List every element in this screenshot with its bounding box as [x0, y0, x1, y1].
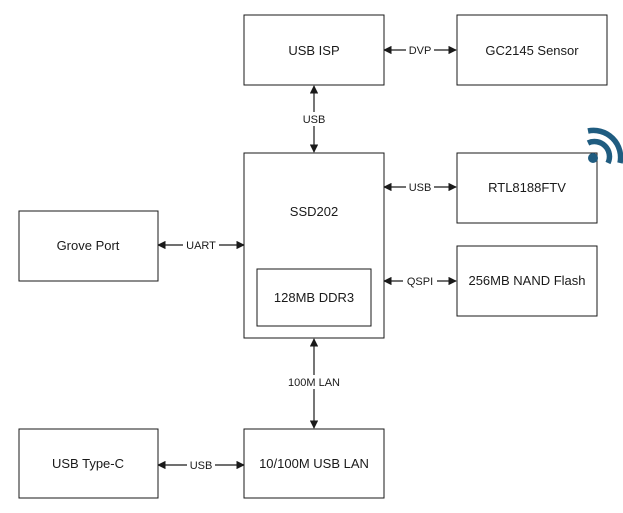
ddr3-label: 128MB DDR3: [274, 290, 354, 305]
rtl8188-block: RTL8188FTV: [456, 152, 598, 224]
lan-link-label: 100M LAN: [284, 375, 344, 389]
usb-typec-block: USB Type-C: [18, 428, 159, 499]
grove-port-label: Grove Port: [57, 238, 120, 253]
gc2145-sensor-block: GC2145 Sensor: [456, 14, 608, 86]
wifi-icon: [586, 127, 623, 165]
svg-text:QSPI: QSPI: [407, 276, 433, 288]
usb-lan-label: 10/100M USB LAN: [259, 456, 369, 471]
svg-text:DVP: DVP: [409, 45, 432, 57]
gc2145-sensor-label: GC2145 Sensor: [485, 43, 579, 58]
qspi-link-label: QSPI: [403, 274, 437, 288]
svg-text:UART: UART: [186, 240, 216, 252]
usb-isp-block: USB ISP: [243, 14, 385, 86]
usb-typec-link-label: USB: [187, 458, 215, 472]
usb-isp-label: USB ISP: [288, 43, 339, 58]
usb-typec-label: USB Type-C: [52, 456, 124, 471]
ssd202-label: SSD202: [290, 204, 338, 219]
ddr3-block: 128MB DDR3: [256, 268, 372, 327]
usb-lan-block: 10/100M USB LAN: [243, 428, 385, 499]
svg-text:USB: USB: [190, 460, 213, 472]
uart-link-label: UART: [183, 238, 219, 252]
ssd202-block: SSD202 128MB DDR3: [243, 152, 385, 339]
svg-text:100M LAN: 100M LAN: [288, 377, 340, 389]
dvp-link-label: DVP: [406, 43, 434, 57]
svg-text:USB: USB: [303, 114, 326, 126]
rtl8188-label: RTL8188FTV: [488, 180, 566, 195]
usb-rtl-link-label: USB: [406, 180, 434, 194]
grove-port-block: Grove Port: [18, 210, 159, 282]
usb-isp-ssd-link-label: USB: [300, 112, 328, 126]
svg-text:USB: USB: [409, 182, 432, 194]
nand-flash-block: 256MB NAND Flash: [456, 245, 598, 317]
nand-flash-label: 256MB NAND Flash: [468, 273, 585, 288]
